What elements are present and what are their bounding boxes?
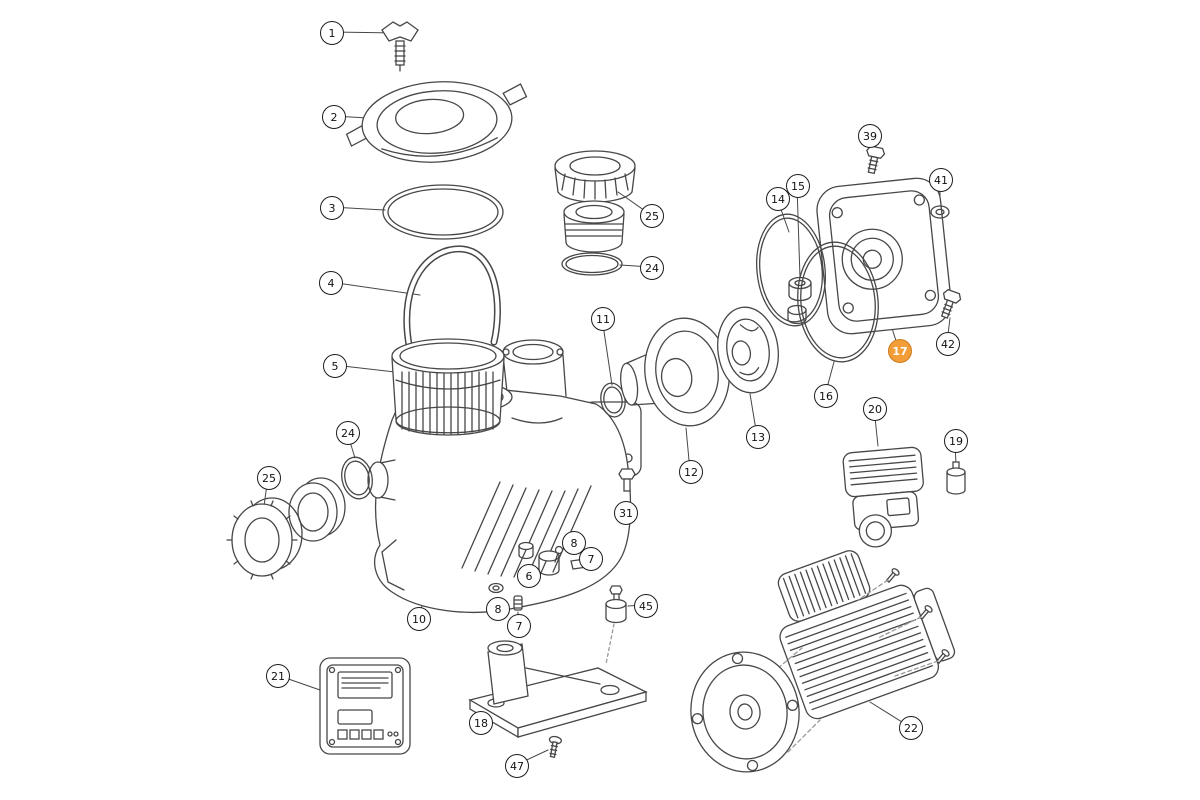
callout-24-left[interactable]: 24	[336, 421, 360, 445]
part-motor	[690, 550, 956, 773]
callout-13[interactable]: 13	[746, 425, 770, 449]
part-union-nut-left	[226, 497, 303, 580]
part-control-panel	[319, 657, 411, 755]
part-strainer-basket	[391, 338, 505, 436]
callout-17[interactable]: 17	[888, 339, 912, 363]
callout-4[interactable]: 4	[319, 271, 343, 295]
part-lid-knob	[381, 21, 419, 72]
callout-18[interactable]: 18	[469, 711, 493, 735]
part-washer-41	[930, 205, 950, 219]
callout-15[interactable]: 15	[786, 174, 810, 198]
part-union-adapter-left	[288, 477, 346, 542]
callout-45[interactable]: 45	[634, 594, 658, 618]
part-screw-upper	[554, 545, 564, 563]
callout-11[interactable]: 11	[591, 307, 615, 331]
part-fitting-lower	[513, 595, 523, 611]
callout-47[interactable]: 47	[505, 754, 529, 778]
part-plug-31	[618, 468, 636, 492]
part-strainer-lid	[345, 81, 528, 163]
callout-3[interactable]: 3	[320, 196, 344, 220]
callout-7-upper[interactable]: 7	[579, 547, 603, 571]
part-gasket	[797, 241, 879, 363]
callout-7-lower[interactable]: 7	[507, 614, 531, 638]
callout-16[interactable]: 16	[814, 384, 838, 408]
callout-25-left[interactable]: 25	[257, 466, 281, 490]
part-union-o-ring-left	[341, 456, 373, 500]
part-union-adapter-top	[563, 200, 625, 253]
part-impeller	[717, 306, 779, 394]
part-screw-base	[548, 735, 562, 758]
part-union-nut-top	[554, 150, 636, 203]
part-basket-handle	[403, 245, 501, 349]
part-seal-small	[518, 541, 534, 560]
part-rubber-foot	[605, 585, 627, 665]
callout-5[interactable]: 5	[323, 354, 347, 378]
part-motor-screws	[857, 568, 950, 677]
callout-1[interactable]: 1	[320, 21, 344, 45]
part-bolt-39	[866, 145, 886, 175]
callout-31[interactable]: 31	[614, 501, 638, 525]
callout-20[interactable]: 20	[863, 397, 887, 421]
callout-19[interactable]: 19	[944, 429, 968, 453]
callout-14[interactable]: 14	[766, 187, 790, 211]
callout-2[interactable]: 2	[322, 105, 346, 129]
part-base-bracket	[468, 640, 648, 739]
part-washer-lower	[488, 582, 504, 594]
part-o-ring-large	[756, 213, 826, 327]
callout-8-lower[interactable]: 8	[486, 597, 510, 621]
callout-6[interactable]: 6	[517, 564, 541, 588]
part-diffuser	[620, 317, 730, 427]
part-controller-unit	[842, 446, 924, 548]
callout-10[interactable]: 10	[407, 607, 431, 631]
callout-21[interactable]: 21	[266, 664, 290, 688]
callout-12[interactable]: 12	[679, 460, 703, 484]
part-bolt-42	[940, 288, 962, 319]
callout-24-top[interactable]: 24	[640, 256, 664, 280]
callout-42[interactable]: 42	[936, 332, 960, 356]
part-capacitor	[946, 461, 966, 495]
part-union-o-ring-top	[561, 252, 623, 276]
callout-25-top[interactable]: 25	[640, 204, 664, 228]
callout-22[interactable]: 22	[899, 716, 923, 740]
callout-41[interactable]: 41	[929, 168, 953, 192]
part-seal-plate	[816, 177, 952, 335]
part-lid-o-ring	[382, 184, 504, 240]
callout-39[interactable]: 39	[858, 124, 882, 148]
